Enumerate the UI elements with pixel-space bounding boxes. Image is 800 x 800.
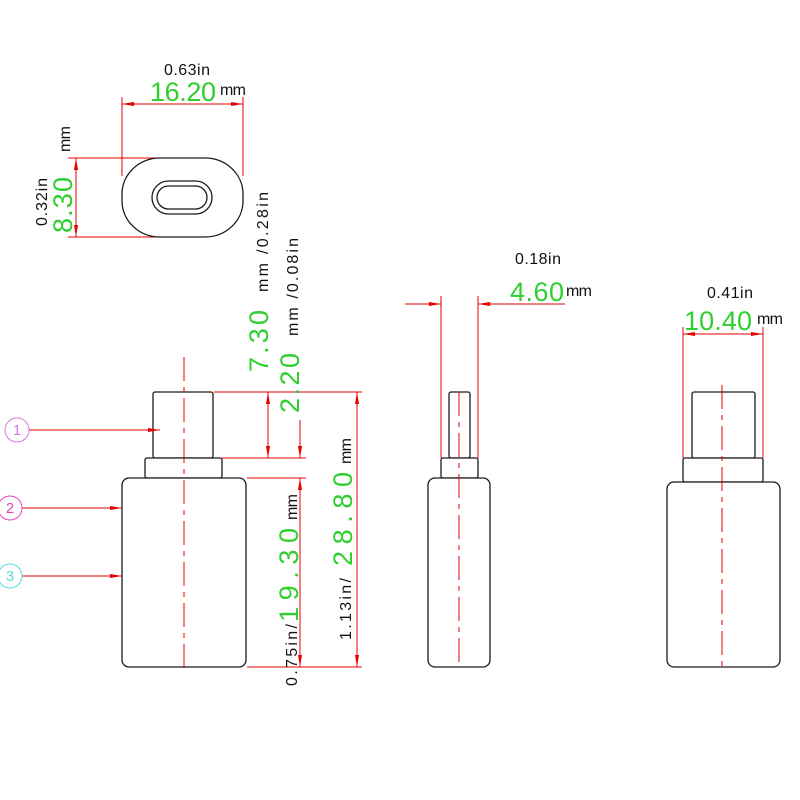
shoulder-width-inch: 0.41in	[707, 285, 753, 302]
shoulder-length-suffix: mm /0.08in	[285, 238, 302, 336]
body-length-unit: mm	[284, 494, 301, 520]
total-length-prefix: 1.13in/	[338, 577, 355, 640]
callout-1-number: 1	[13, 422, 21, 439]
rear-view-tip	[691, 391, 756, 459]
tip-width-value: 4.60	[510, 277, 564, 307]
rear-view: 0.41in 10.40 mm	[666, 285, 783, 668]
callout-3-number: 3	[6, 568, 14, 585]
callout-2-number: 2	[6, 500, 14, 517]
callout-1-circle	[4, 417, 30, 443]
usb-c-port-inner	[156, 185, 208, 210]
tip-width-unit: mm	[566, 283, 592, 300]
callouts: 1 2 3	[0, 417, 160, 589]
side-view: 0.18in 4.60 mm	[405, 251, 592, 668]
rear-view-body	[666, 481, 781, 668]
tip-length-value: 7.30	[244, 310, 274, 372]
shoulder-length-value: 2.20	[275, 353, 305, 413]
end-height-unit: mm	[57, 126, 74, 152]
body-length-prefix: 0.75in/	[284, 623, 301, 686]
rear-view-shoulder	[682, 457, 764, 483]
callout-3-circle	[0, 563, 23, 589]
shoulder-width-value: 10.40	[684, 306, 752, 336]
total-length-unit: mm	[338, 438, 355, 464]
end-height-value: 8.30	[48, 177, 78, 233]
callout-2-circle	[0, 495, 23, 521]
tip-width-inch: 0.18in	[515, 251, 561, 268]
total-length-value: 28.80	[328, 472, 358, 566]
end-height-inch: 0.32in	[34, 178, 51, 226]
end-width-inch: 0.63in	[164, 62, 210, 79]
body-length-value: 19.30	[274, 528, 304, 622]
front-view-tip	[152, 391, 214, 459]
shoulder-width-unit: mm	[757, 311, 783, 328]
end-view: 0.63in 16.20 mm 0.32in 8.30 mm	[34, 62, 246, 238]
tip-length-suffix: mm /0.28in	[255, 192, 272, 292]
end-width-value: 16.20	[150, 77, 216, 107]
end-width-unit: mm	[220, 82, 246, 99]
front-view: 7.30 mm /0.28in 2.20 mm /0.08in 0.75in/ …	[121, 192, 362, 686]
